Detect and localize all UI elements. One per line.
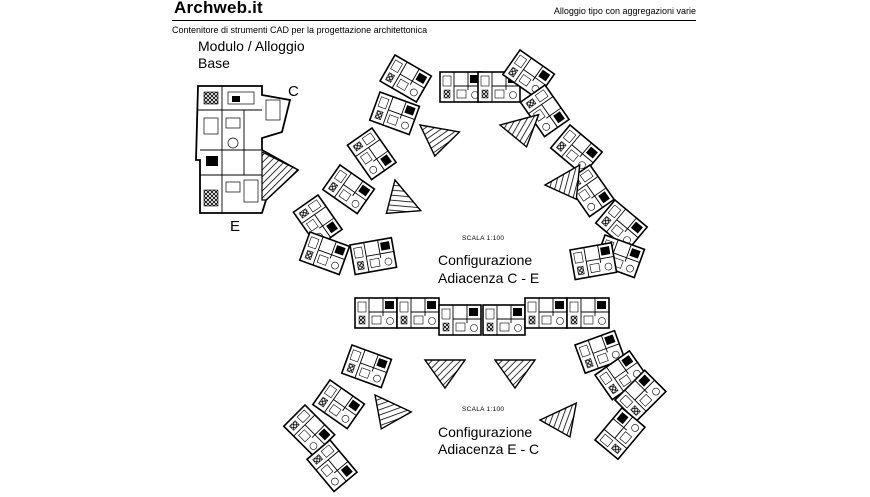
module-label-e: E	[230, 218, 241, 235]
module-title-line1: Modulo / Alloggio	[198, 38, 305, 54]
config-ec-plan	[282, 297, 667, 493]
scale-label-ec: SCALA 1:100	[462, 406, 505, 413]
header-rule	[172, 20, 696, 21]
config-ce-title-line1: Configurazione	[438, 252, 533, 268]
config-ce-plan	[292, 49, 648, 281]
module-label-c: C	[288, 83, 299, 100]
config-ec-title-line1: Configurazione	[438, 424, 533, 440]
config-ec-title-line2: Adiacenza E - C	[438, 441, 540, 457]
site-logo[interactable]: Archweb.it	[174, 0, 263, 17]
module-title-line2: Base	[198, 55, 230, 71]
scale-label-ce: SCALA 1:100	[462, 235, 505, 242]
site-subtitle: Contenitore di strumenti CAD per la prog…	[172, 25, 428, 35]
config-ce-title-line2: Adiacenza C - E	[438, 270, 540, 286]
drawing-title: Alloggio tipo con aggregazioni varie	[553, 6, 696, 16]
base-module-plan	[195, 85, 300, 214]
header: Archweb.it Alloggio tipo con aggregazion…	[0, 0, 870, 40]
